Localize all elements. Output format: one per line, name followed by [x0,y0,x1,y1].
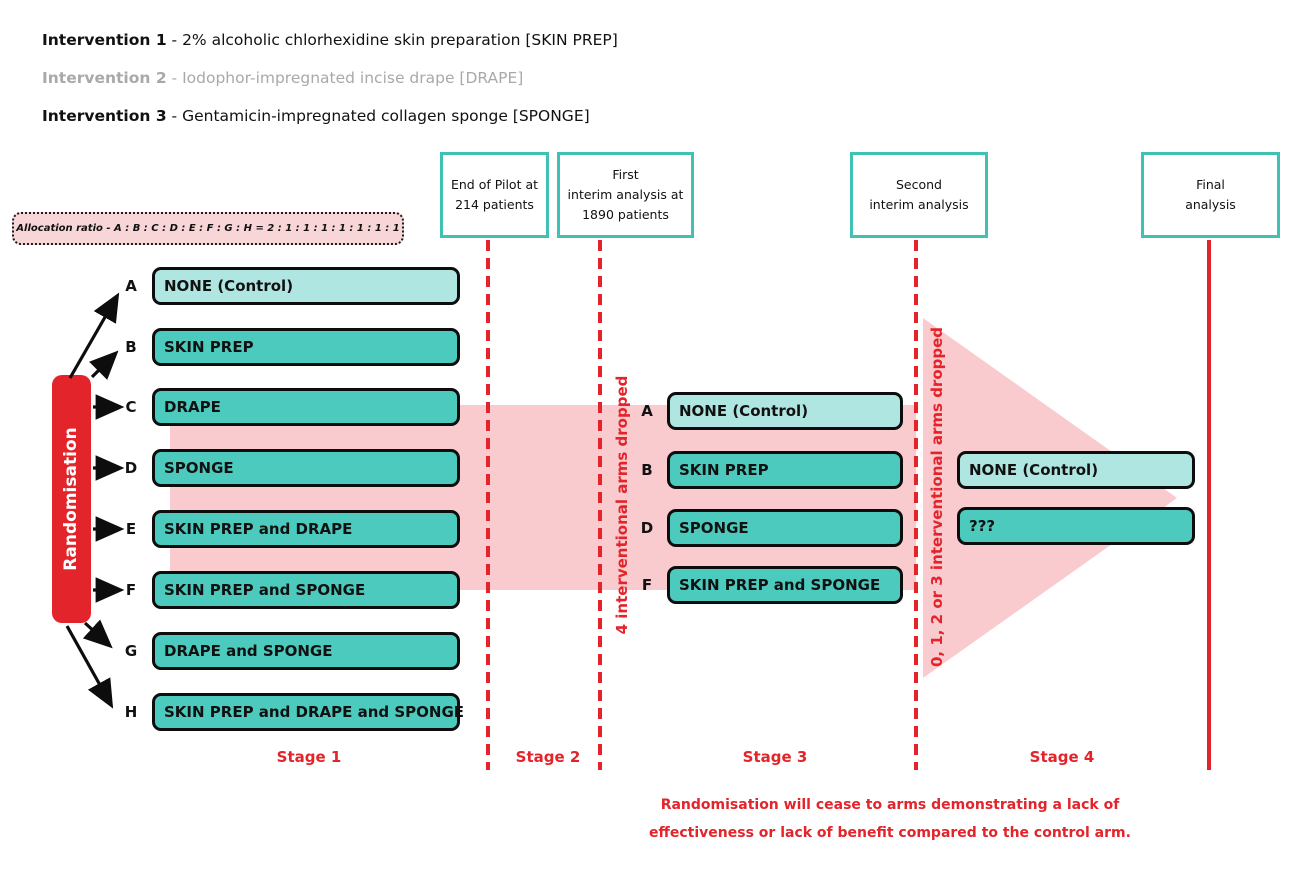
randomisation-label: Randomisation [61,427,81,571]
milestone-text: Second [895,177,942,192]
arm-label: SKIN PREP and DRAPE and SPONGE [164,703,465,721]
intervention-3-name: Intervention 3 [42,107,167,125]
stage4-arm-unknown: ??? [957,507,1195,545]
stage4-arm-none-control: NONE (Control) [957,451,1195,489]
stage1-letter-g: G [124,642,138,660]
randomisation-cease-footnote: Randomisation will cease to arms demonst… [649,791,1131,847]
randomisation-box [52,375,91,623]
arrow-to-g [82,619,113,649]
milestone-text: Final [1196,177,1225,192]
milestone-final-analysis: Final analysis [1141,152,1280,238]
stage3-letter-d: D [640,519,654,537]
footnote-line-1: Randomisation will cease to arms demonst… [660,797,1120,813]
intervention-3-description: - Gentamicin-impregnated collagen sponge… [171,107,590,125]
intervention-1-line: Intervention 1 - 2% alcoholic chlorhexid… [42,31,618,49]
arrow-to-a [68,292,120,379]
stage-2-label: Stage 2 [515,748,581,766]
milestone-end-of-pilot: End of Pilot at 214 patients [440,152,549,238]
stage3-arm-sponge: SPONGE [667,509,903,547]
dashed-line-end-of-pilot [486,240,490,770]
arm-label: SKIN PREP and SPONGE [679,576,881,594]
dashed-line-first-interim [598,240,602,770]
arm-label: DRAPE [164,398,221,416]
arm-label: SKIN PREP and DRAPE [164,520,353,538]
arm-label: SPONGE [679,519,749,537]
stage1-letter-d: D [124,459,138,477]
allocation-ratio-text: Allocation ratio - A : B : C : D : E : F… [16,223,400,234]
intervention-2-description: - Iodophor-impregnated incise drape [DRA… [171,69,524,87]
arm-label: SKIN PREP and SPONGE [164,581,366,599]
arm-label: SPONGE [164,459,234,477]
intervention-1-name: Intervention 1 [42,31,167,49]
stage1-letter-f: F [125,581,137,599]
arm-label: NONE (Control) [679,402,809,420]
stage1-arm-skin-prep-and-drape: SKIN PREP and DRAPE [152,510,460,548]
stage3-arm-skin-prep: SKIN PREP [667,451,903,489]
stage1-arm-skin-prep-drape-sponge: SKIN PREP and DRAPE and SPONGE [152,693,464,731]
milestone-text: 214 patients [455,197,534,212]
stage1-letter-h: H [124,703,138,721]
stage3-letter-a: A [641,402,653,420]
stage1-letter-b: B [125,338,137,356]
stage-1-label: Stage 1 [276,748,342,766]
stage1-letter-e: E [125,520,137,538]
stage3-arm-none-control: NONE (Control) [667,392,903,430]
stage-3-label: Stage 3 [742,748,808,766]
stage1-arm-skin-prep-and-sponge: SKIN PREP and SPONGE [152,571,460,609]
intervention-2-name: Intervention 2 [42,69,167,87]
arrow-to-b [89,350,119,380]
stage1-arm-sponge: SPONGE [152,449,460,487]
arm-label: DRAPE and SPONGE [164,642,333,660]
stage3-letter-f: F [641,576,653,594]
milestone-text: 1890 patients [582,207,669,222]
stage1-arm-skin-prep: SKIN PREP [152,328,460,366]
arm-label: NONE (Control) [969,461,1099,479]
milestone-first-interim: First interim analysis at 1890 patients [557,152,694,238]
intervention-3-line: Intervention 3 - Gentamicin-impregnated … [42,107,590,125]
milestone-text: First [612,167,639,182]
milestone-text: interim analysis at [567,187,684,202]
dashed-line-second-interim [914,240,918,770]
footnote-line-2: effectiveness or lack of benefit compare… [649,825,1131,841]
intervention-1-description: - 2% alcoholic chlorhexidine skin prepar… [171,31,618,49]
drop-note-0123-arms: 0, 1, 2 or 3 interventional arms dropped [928,326,946,668]
stage1-letter-a: A [125,277,137,295]
arm-label: SKIN PREP [679,461,769,479]
milestone-second-interim: Second interim analysis [850,152,988,238]
stage-4-label: Stage 4 [1029,748,1095,766]
drop-note-4-arms: 4 interventional arms dropped [613,375,631,635]
allocation-ratio-box: Allocation ratio - A : B : C : D : E : F… [12,212,404,245]
stage1-arm-drape-and-sponge: DRAPE and SPONGE [152,632,460,670]
pink-band [170,405,916,590]
arrow-to-h [65,625,114,709]
arm-label: SKIN PREP [164,338,254,356]
intervention-2-line: Intervention 2 - Iodophor-impregnated in… [42,69,523,87]
arm-label: NONE (Control) [164,277,294,295]
pink-arrowhead [923,318,1177,678]
stage1-arm-drape: DRAPE [152,388,460,426]
milestone-text: interim analysis [869,197,969,212]
milestone-text: analysis [1185,197,1236,212]
stage3-letter-b: B [641,461,653,479]
stage1-arm-none-control: NONE (Control) [152,267,460,305]
stage3-arm-skin-prep-and-sponge: SKIN PREP and SPONGE [667,566,903,604]
solid-line-final-analysis [1207,240,1211,770]
arm-label: ??? [969,517,996,535]
milestone-text: End of Pilot at [450,177,539,192]
stage1-letter-c: C [125,398,137,416]
